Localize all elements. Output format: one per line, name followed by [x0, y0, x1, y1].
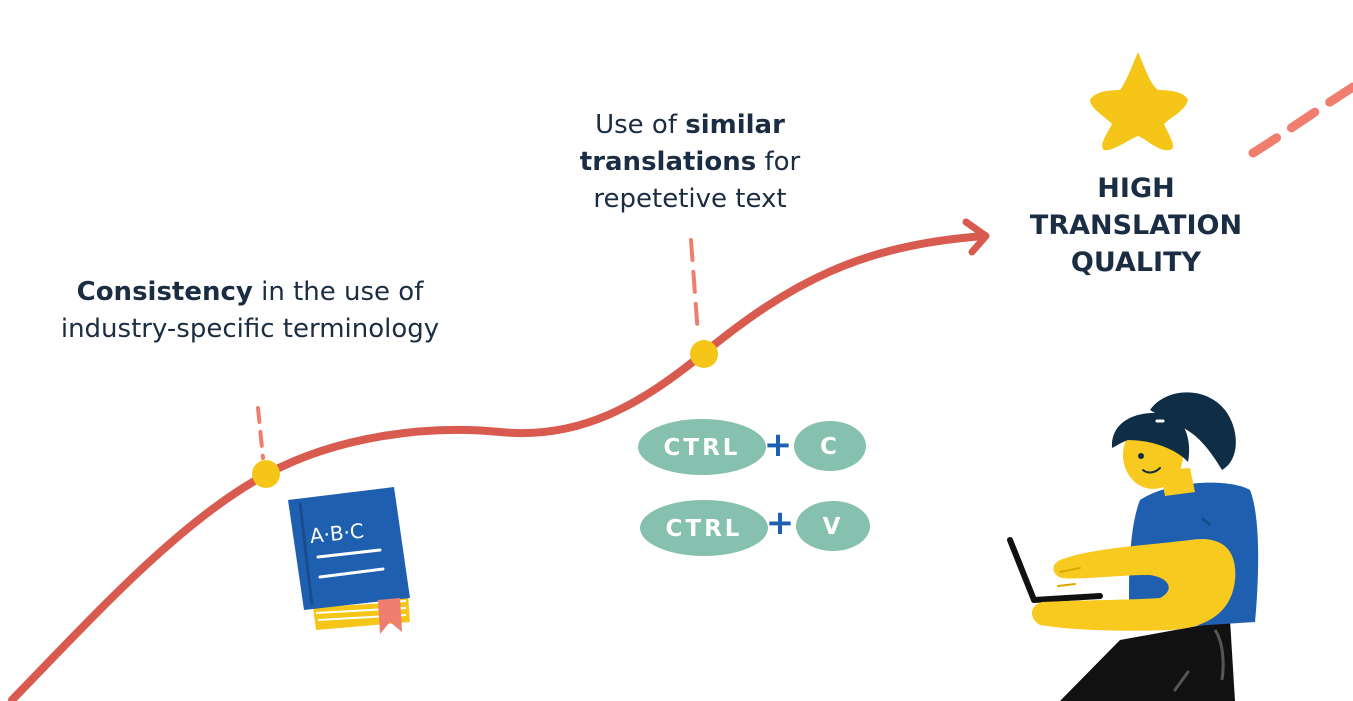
- shortcut-copy: CTRL + C: [638, 419, 866, 475]
- milestone-similar-pre: Use of: [595, 110, 686, 140]
- milestone-similar-for: for: [756, 147, 801, 177]
- milestone-2-connector: [689, 238, 700, 337]
- goal-line-3: QUALITY: [1070, 247, 1202, 278]
- star-icon: [1090, 52, 1188, 151]
- book-icon: A·B·C: [288, 487, 410, 634]
- milestone-similar-bold: similar: [685, 110, 785, 140]
- key-v: [796, 501, 870, 551]
- continuation-dashes: [1248, 82, 1353, 158]
- key-ctrl-label: CTRL: [664, 435, 741, 461]
- milestone-consistency-bold: Consistency: [76, 277, 253, 307]
- milestone-1-dot: [252, 460, 280, 488]
- milestone-similar-text: repetetive text: [593, 184, 787, 214]
- milestone-consistency-text: in the use of industry-specific terminol…: [60, 277, 440, 344]
- shortcut-paste: CTRL + V: [640, 500, 870, 556]
- milestone-similar-caption: Use of similar translations for repetetive…: [540, 107, 840, 218]
- woman-with-laptop-illustration: [1007, 392, 1259, 701]
- milestone-2-dot: [690, 340, 718, 368]
- key-ctrl-label: CTRL: [666, 516, 743, 542]
- key-c-label: C: [820, 434, 840, 460]
- key-c: [794, 421, 866, 471]
- milestone-consistency-caption: Consistency in the use of industry-speci…: [60, 274, 440, 348]
- key-ctrl: [640, 500, 768, 556]
- key-ctrl: [638, 419, 766, 475]
- goal-line-2: TRANSLATION: [1029, 210, 1243, 241]
- plus-sign: +: [764, 425, 793, 465]
- key-v-label: V: [823, 514, 844, 540]
- goal-title: HIGH TRANSLATION QUALITY: [1005, 170, 1267, 281]
- milestone-1-connector: [256, 406, 265, 460]
- goal-line-1: HIGH: [1097, 173, 1175, 204]
- plus-sign: +: [766, 503, 795, 543]
- progress-arrowhead: [962, 218, 990, 256]
- book-label: A·B·C: [309, 519, 365, 549]
- progress-curve: [8, 232, 989, 701]
- milestone-translations-bold: translations: [579, 147, 757, 177]
